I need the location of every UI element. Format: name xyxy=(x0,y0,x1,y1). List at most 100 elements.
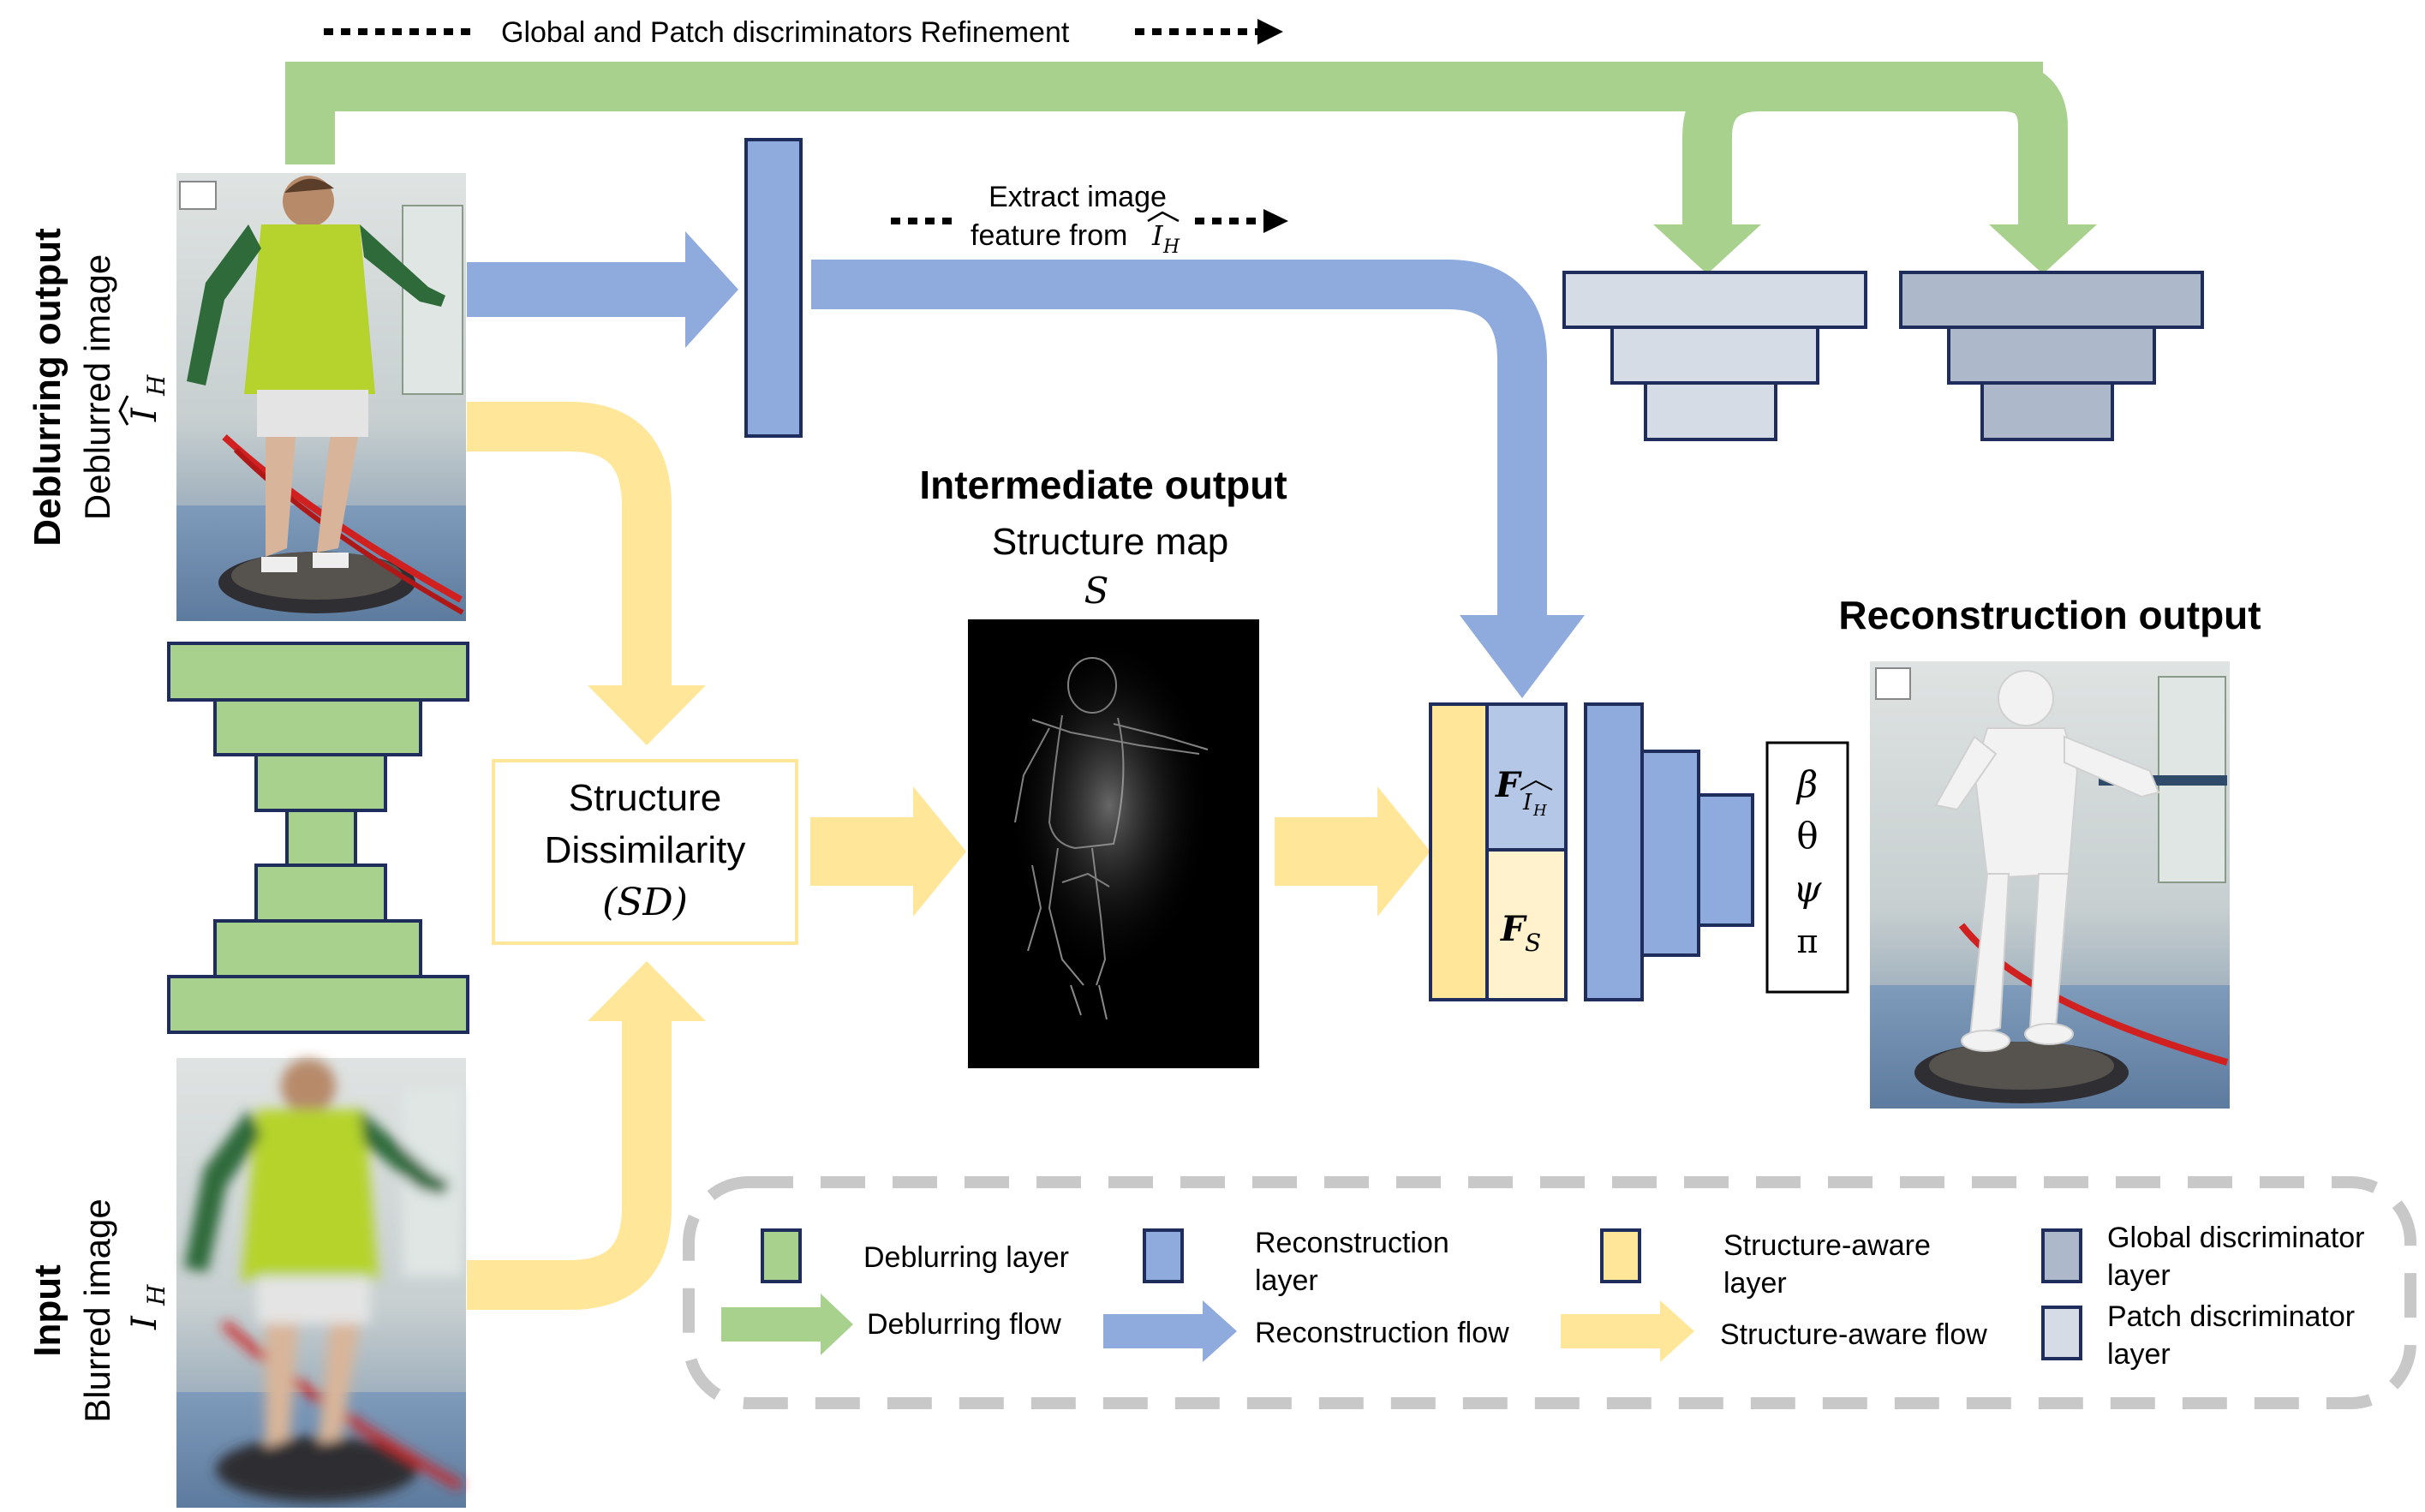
blue-arrowhead-encoder-icon xyxy=(685,231,738,348)
legend-recon-flow: Reconstruction flow xyxy=(1255,1317,1509,1349)
legend-struct-flow-arrow-icon xyxy=(1660,1300,1694,1362)
body-mesh xyxy=(1934,670,2160,1052)
legend-deblur-swatch xyxy=(761,1228,802,1283)
reconstruction-title: Reconstruction output xyxy=(1838,593,2261,637)
feature-fusion-group: F I H F S xyxy=(1429,702,1568,1001)
deblurred-image-label: Deblurred image xyxy=(77,254,117,521)
legend-global-1: Global discriminator xyxy=(2107,1222,2364,1254)
fi-sub-label: I xyxy=(1522,790,1532,816)
legend-deblur-layer: Deblurring layer xyxy=(863,1241,1069,1274)
deblur-layer-2 xyxy=(213,698,422,756)
legend-patch-swatch xyxy=(2041,1306,2082,1360)
sd-line1: Structure xyxy=(569,777,722,819)
green-flow-branch xyxy=(1682,62,2043,227)
extract-label-line2: feature from xyxy=(971,219,1127,252)
global-disc-tier-3 xyxy=(1644,381,1777,441)
yellow-flow-from-blurred xyxy=(467,1015,672,1310)
intermediate-output-group: Intermediate output Structure map S xyxy=(919,463,1287,1068)
blue-flow-band xyxy=(811,260,1547,634)
structure-feature-block xyxy=(1485,848,1568,1001)
deblur-layer-5 xyxy=(254,864,387,923)
deblurred-symbol-sub: H xyxy=(142,374,170,397)
params-frame xyxy=(1765,741,1849,994)
deblur-layer-7 xyxy=(167,975,469,1034)
param-psi: ψ xyxy=(1794,868,1823,910)
patch-disc-tier-3 xyxy=(1980,381,2114,441)
blurred-image-label: Blurred image xyxy=(77,1198,117,1422)
deblur-layer-1 xyxy=(167,642,469,702)
deblurred-hat-icon xyxy=(118,395,129,426)
intermediate-title: Intermediate output xyxy=(919,463,1287,507)
legend: Deblurring layer Deblurring flow Reconst… xyxy=(683,1176,2416,1409)
feature-extractor-layer xyxy=(744,138,803,438)
deblur-layer-3 xyxy=(254,753,387,812)
legend-struct-swatch xyxy=(1600,1228,1641,1283)
deblurring-network xyxy=(167,642,469,1034)
patch-discriminator xyxy=(1899,271,2204,441)
yellow-flow-to-map xyxy=(810,817,917,886)
blue-arrowhead-feature-icon xyxy=(1460,615,1585,698)
refinement-label-group: Global and Patch discriminators Refineme… xyxy=(324,16,1283,49)
patch-disc-tier-1 xyxy=(1899,271,2204,329)
structure-map-label: Structure map xyxy=(992,521,1228,563)
legend-patch-1: Patch discriminator xyxy=(2107,1300,2355,1333)
blue-flow-to-encoder xyxy=(467,262,690,317)
fs-label: F xyxy=(1500,909,1527,949)
smpl-parameters-box: β θ ψ π xyxy=(1765,741,1849,994)
global-disc-tier-1 xyxy=(1562,271,1867,329)
legend-recon-swatch xyxy=(1143,1228,1184,1283)
legend-recon-layer-1: Reconstruction xyxy=(1255,1227,1449,1259)
reconstruction-output-group: Reconstruction output xyxy=(1838,593,2261,1109)
sd-box-frame xyxy=(492,759,798,945)
blue-reconstruction-flow xyxy=(467,138,1585,698)
extract-label-line1: Extract image xyxy=(989,181,1167,213)
legend-recon-flow-arrow-icon xyxy=(1203,1300,1237,1362)
extract-arrowhead-icon xyxy=(1263,209,1288,233)
deblurred-symbol: I xyxy=(125,407,164,422)
recon-layer-2 xyxy=(1640,750,1700,957)
deblurred-label-group: Deblurring output Deblurred image I H xyxy=(27,228,170,547)
legend-recon-flow-bar xyxy=(1103,1314,1206,1348)
legend-deblur-flow-arrow-icon xyxy=(821,1294,853,1355)
fi-subsub-label: H xyxy=(1532,802,1547,820)
extract-feature-label-group: Extract image feature from I H xyxy=(891,181,1288,258)
recon-layer-1 xyxy=(1584,702,1644,1001)
fs-sub-label: S xyxy=(1525,929,1541,957)
global-disc-tier-2 xyxy=(1610,326,1819,385)
yellow-flow-to-feature xyxy=(1275,817,1381,886)
yellow-arrowhead-up-icon xyxy=(588,961,706,1021)
arrowhead-right-icon xyxy=(1257,19,1283,45)
reconstruction-network xyxy=(1584,702,1754,1001)
legend-struct-layer-2: layer xyxy=(1723,1267,1787,1300)
blurred-symbol-sub: H xyxy=(142,1284,170,1306)
structure-dissimilarity-box: Structure Dissimilarity (SD) xyxy=(492,759,798,945)
recon-layer-3 xyxy=(1697,793,1754,927)
legend-recon-layer-2: layer xyxy=(1255,1264,1318,1297)
input-label: Input xyxy=(27,1264,69,1357)
sd-line3: (SD) xyxy=(602,881,688,924)
yellow-arrowhead-down-icon xyxy=(588,685,706,745)
structure-map-symbol: S xyxy=(1084,570,1109,612)
legend-global-2: layer xyxy=(2107,1259,2171,1292)
param-beta: β xyxy=(1795,763,1818,805)
legend-deblur-flow: Deblurring flow xyxy=(867,1308,1061,1341)
legend-deblur-flow-bar xyxy=(721,1307,824,1342)
deblurred-image xyxy=(176,173,466,621)
param-pi: π xyxy=(1797,923,1819,960)
global-discriminator xyxy=(1562,271,1867,441)
yellow-flow-from-deblurred xyxy=(467,402,672,694)
legend-struct-layer-1: Structure-aware xyxy=(1723,1229,1931,1262)
sd-line2: Dissimilarity xyxy=(545,829,746,871)
legend-struct-flow: Structure-aware flow xyxy=(1720,1318,1987,1351)
legend-frame xyxy=(683,1176,2416,1409)
extract-symbol: I xyxy=(1151,219,1164,252)
input-label-group: Input Blurred image I H xyxy=(27,1198,170,1422)
yellow-arrowhead-map-icon xyxy=(913,786,966,917)
green-arrowhead-patch-icon xyxy=(1989,224,2097,274)
param-theta: θ xyxy=(1796,815,1818,857)
extract-symbol-sub: H xyxy=(1162,236,1180,258)
legend-global-swatch xyxy=(2041,1228,2082,1283)
blurred-image xyxy=(176,1058,466,1508)
